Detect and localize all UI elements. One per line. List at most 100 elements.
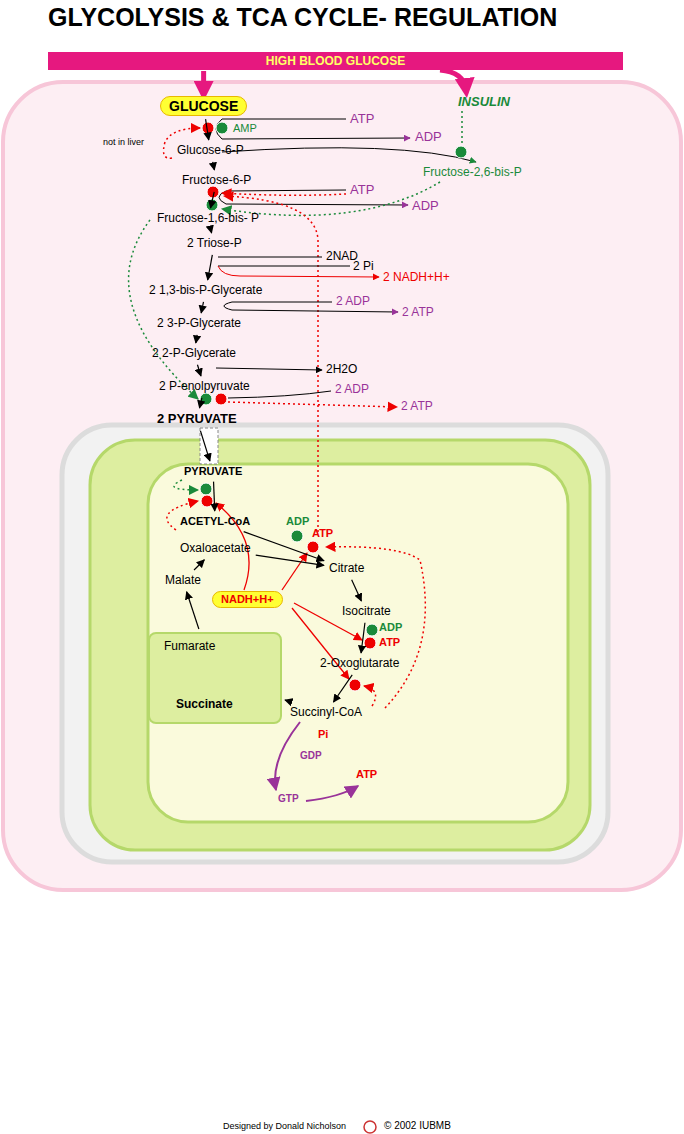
cofactor-label: ATP (350, 112, 374, 127)
reaction-arrow (187, 592, 199, 629)
cofactor-label: ADP (286, 515, 309, 528)
reaction-arrow (197, 365, 201, 376)
reaction-arrow (334, 675, 353, 702)
reaction-arrow (285, 700, 291, 702)
node-text: 2 P-enolpyruvate (159, 379, 250, 393)
cofactor-label: GTP (278, 793, 299, 805)
reaction-arrow (200, 431, 209, 461)
reaction-arrow (201, 302, 203, 313)
node-text: 2 PYRUVATE (157, 411, 237, 426)
metabolite-label: Malate (163, 573, 203, 589)
node-text: Citrate (329, 561, 364, 575)
pathway-stroke (222, 193, 346, 195)
pathway-stroke (148, 464, 568, 822)
metabolite-label: Fructose-1,6-bis- P (155, 211, 261, 227)
regulation-dot (291, 530, 303, 542)
cofactor-label: 2 ATP (402, 306, 434, 320)
metabolite-pill: NADH+H+ (212, 591, 283, 608)
node-text: 2 2-P-Glycerate (152, 346, 236, 360)
reaction-arrow (194, 560, 204, 570)
regulation-dots (200, 122, 467, 1133)
pathway-stroke (90, 440, 590, 850)
credit-text: Designed by Donald Nicholson (223, 1121, 346, 1131)
reaction-arrow (244, 532, 324, 561)
cofactor-label: 2 ADP (336, 295, 370, 309)
regulation-dot (366, 624, 378, 636)
cofactor-label: not in liver (103, 137, 144, 147)
signal-band: HIGH BLOOD GLUCOSE (48, 52, 623, 70)
pathway-stroke (440, 70, 466, 90)
cofactor-label: 2 NADH+H+ (383, 271, 450, 285)
node-text: 2 1,3-bis-P-Glycerate (149, 283, 262, 297)
node-text: NADH+H+ (221, 593, 274, 605)
metabolite-label: 2 Triose-P (185, 236, 244, 252)
cofactor-label: ATP (379, 636, 400, 649)
node-text: Succinyl-CoA (290, 705, 362, 719)
node-text: Fructose-1,6-bis- P (157, 211, 259, 225)
node-text: Fumarate (164, 640, 215, 654)
node-text: 2 3-P-Glycerate (157, 316, 241, 330)
pathway-stroke (222, 148, 476, 162)
cofactor-label: ATP (350, 183, 374, 198)
regulation-dot (215, 393, 227, 405)
cofactor-label: 2 Pi (353, 260, 374, 274)
cofactor-label: ADP (415, 130, 442, 145)
pathway-stroke (461, 111, 463, 146)
cofactor-label: AMP (233, 122, 257, 135)
metabolite-label: Isocitrate (340, 604, 393, 620)
diagram-title: GLYCOLYSIS & TCA CYCLE- REGULATION (48, 3, 557, 32)
regulation-dot (216, 122, 228, 134)
pathway-stroke (222, 182, 440, 215)
reaction-arrow (361, 623, 365, 653)
pathway-stroke (218, 266, 350, 267)
reaction-lines (129, 70, 476, 801)
pathway-stroke (224, 302, 398, 312)
metabolite-label: Oxaloacetate (178, 541, 253, 557)
metabolite-label: Fructose-6-P (180, 173, 253, 189)
pathway-stroke (216, 368, 322, 370)
reaction-arrow (256, 555, 324, 565)
pathway-stroke (306, 786, 358, 801)
metabolite-label: 2 1,3-bis-P-Glycerate (147, 283, 264, 299)
signal-arrow (201, 71, 206, 93)
reaction-arrow (208, 255, 213, 280)
node-text: Isocitrate (342, 604, 391, 618)
reaction-arrow (213, 162, 215, 170)
pathway-stroke (62, 425, 608, 862)
reaction-arrow (211, 192, 215, 208)
credit-text: © 2002 IUBMB (384, 1120, 451, 1132)
metabolite-label: 2 2-P-Glycerate (150, 346, 238, 362)
regulation-dot (201, 495, 213, 507)
pathway-stroke (275, 722, 300, 790)
reaction-arrow (210, 230, 212, 233)
metabolite-label: Succinyl-CoA (288, 705, 364, 721)
metabolite-label: 2-Oxoglutarate (318, 656, 401, 672)
reaction-arrow (214, 482, 215, 511)
node-text: 2-Oxoglutarate (320, 656, 399, 670)
pathway-stroke (3, 82, 681, 890)
pathway-stroke (218, 257, 322, 258)
cofactor-label: GDP (300, 750, 322, 762)
regulation-dot (349, 679, 361, 691)
pathway-stroke (200, 428, 218, 464)
cofactor-label: INSULIN (458, 95, 510, 110)
reaction-arrow (199, 398, 201, 408)
metabolite-label: 2 PYRUVATE (155, 411, 239, 428)
cofactor-label: 2H2O (326, 363, 357, 377)
pathway-stroke (174, 480, 198, 490)
metabolite-label: Citrate (327, 561, 366, 577)
node-text: Oxaloacetate (180, 541, 251, 555)
pathway-stroke (326, 547, 425, 708)
cell-compartments (3, 82, 681, 890)
node-text: Malate (165, 573, 201, 587)
node-text: Fructose-6-P (182, 173, 251, 187)
metabolite-label: ACETYL-CoA (178, 514, 252, 529)
metabolite-label: 2 P-enolpyruvate (157, 379, 252, 395)
regulation-dot (364, 637, 376, 649)
cofactor-label: Fructose-2,6-bis-P (423, 166, 522, 180)
reaction-arrow (352, 580, 362, 601)
cofactor-label: 2 ATP (401, 400, 433, 414)
regulation-dot (364, 1121, 376, 1133)
pathway-stroke (228, 402, 397, 407)
